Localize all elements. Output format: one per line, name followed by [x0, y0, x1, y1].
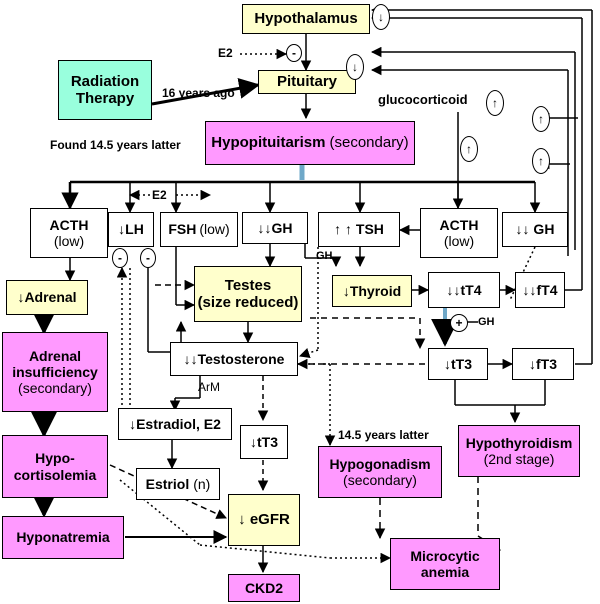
hypothyroidism-line2: (2nd stage): [483, 451, 555, 467]
testes-box: Testes (size reduced): [194, 266, 302, 322]
tsh-box: ↑ ↑ TSH: [318, 212, 400, 247]
e2-top-label: E2: [218, 46, 233, 60]
ft3-box: ↓fT3: [512, 348, 574, 380]
tt3-right-box: ↓tT3: [428, 348, 488, 380]
ft4-feedback-up-indicator: ↑: [532, 106, 550, 132]
ckd2-label: CKD2: [244, 579, 284, 596]
egfr-box: ↓ eGFR: [228, 494, 300, 546]
gh-mid-box: ↓↓GH: [242, 212, 308, 244]
hyponatremia-label: Hyponatremia: [16, 529, 110, 546]
gh-mid-label: ↓↓GH: [257, 219, 293, 236]
acth-right-line2: (low): [443, 233, 475, 249]
estriol-label: Estriol: [145, 475, 190, 492]
tt3-mid-box: ↓tT3: [240, 425, 288, 459]
adrenal-insuf-line2: insufficiency: [12, 363, 98, 380]
hyponatremia-box: Hyponatremia: [2, 516, 124, 559]
hypothalamus-down-indicator: ↓: [372, 4, 390, 30]
lh-minus-right-indicator: -: [140, 248, 156, 268]
testes-line1: Testes: [224, 276, 272, 294]
lh-label: ↓LH: [118, 221, 144, 238]
hypocort-line2: cortisolemia: [13, 466, 97, 483]
fsh-label: FSH: [168, 221, 197, 238]
gh-right-box: ↓↓ GH: [502, 212, 568, 247]
tt3-mid-label: ↓tT3: [250, 433, 278, 450]
gh-small-label-1: GH: [316, 250, 333, 262]
acth-right-line1: ACTH: [439, 216, 479, 233]
anemia-line1: Microcytic: [410, 547, 480, 564]
estradiol-label: ↓Estradiol, E2: [129, 415, 221, 432]
estradiol-box: ↓Estradiol, E2: [118, 408, 232, 440]
acth-left-line1: ACTH: [49, 216, 89, 233]
hypocortisolemia-box: Hypo- cortisolemia: [2, 435, 108, 498]
testes-line2: (size reduced): [197, 294, 299, 311]
e2-minus-indicator: -: [286, 44, 302, 62]
tt4-box: ↓↓tT4: [428, 272, 500, 308]
hypocort-line1: Hypo-: [35, 450, 75, 467]
radiation-label-line1: Radiation: [70, 72, 140, 90]
testosterone-box: ↓↓Testosterone: [170, 342, 298, 376]
tt4-label: ↓↓tT4: [446, 281, 482, 298]
glucocorticoid-up-indicator: ↑: [486, 90, 504, 116]
adrenal-box: ↓Adrenal: [6, 280, 88, 315]
acth-left-box: ACTH (low): [30, 208, 108, 258]
thyroid-label: ↓Thyroid: [342, 282, 402, 299]
adrenal-insuf-line3: (secondary): [18, 380, 92, 397]
gh-plus-indicator: +: [450, 314, 468, 332]
radiation-label-line2: Therapy: [75, 90, 135, 107]
ft3-feedback-up-indicator: ↑: [532, 148, 550, 174]
acth-right-box: ACTH (low): [420, 208, 498, 258]
ft4-label: ↓↓fT4: [522, 281, 558, 298]
hypothalamus-box: Hypothalamus: [242, 4, 370, 34]
pituitary-label: Pituitary: [276, 73, 337, 91]
hypopituitarism-label: Hypopituitarism: [211, 134, 326, 152]
ft3-label: ↓fT3: [529, 355, 557, 372]
gh-right-label: ↓↓ GH: [515, 221, 555, 238]
found-label: Found 14.5 years latter: [50, 138, 181, 152]
pituitary-box: Pituitary: [258, 70, 356, 94]
hypothyroidism-box: Hypothyroidism (2nd stage): [458, 425, 580, 477]
estriol-box: Estriol (n): [136, 468, 220, 500]
pituitary-down-indicator: ↓: [346, 54, 364, 80]
fsh-sub: (low): [199, 221, 230, 238]
acth-left-line2: (low): [53, 233, 85, 249]
adrenal-insufficiency-box: Adrenal insufficiency (secondary): [2, 332, 108, 412]
e2-mid-label: E2: [152, 188, 167, 202]
radiation-therapy-box: Radiation Therapy: [58, 60, 152, 120]
years-latter-label: 14.5 years latter: [338, 428, 429, 442]
hypopituitarism-box: Hypopituitarism (secondary): [205, 121, 415, 165]
sixteen-years-label: 16 years ago: [162, 86, 235, 100]
hypopituitarism-sub: (secondary): [329, 134, 409, 152]
hypogonadism-line1: Hypogonadism: [329, 455, 431, 472]
ckd2-box: CKD2: [228, 574, 300, 602]
ft4-box: ↓↓fT4: [515, 272, 565, 308]
lh-minus-left-indicator: -: [112, 248, 128, 268]
hypogonadism-box: Hypogonadism (secondary): [318, 446, 442, 498]
microcytic-anemia-box: Microcytic anemia: [390, 538, 500, 590]
acth-feedback-up-indicator: ↑: [460, 136, 478, 162]
estriol-sub: (n): [193, 475, 211, 492]
hypothyroidism-line1: Hypothyroidism: [465, 434, 573, 451]
tsh-label: ↑ ↑ TSH: [334, 221, 384, 238]
egfr-label: ↓ eGFR: [238, 511, 290, 529]
hypogonadism-line2: (secondary): [343, 472, 417, 488]
thyroid-box: ↓Thyroid: [332, 275, 412, 307]
gh-small-label-2: GH: [478, 316, 495, 328]
anemia-line2: anemia: [420, 564, 470, 580]
lh-box: ↓LH: [108, 212, 154, 247]
testosterone-label: ↓↓Testosterone: [183, 350, 285, 367]
arm-label: ArM: [198, 380, 220, 394]
adrenal-insuf-line1: Adrenal: [28, 347, 82, 364]
tt3-right-label: ↓tT3: [444, 355, 472, 372]
glucocorticoid-label: glucocorticoid: [378, 92, 468, 107]
adrenal-label: ↓Adrenal: [17, 289, 77, 306]
fsh-box: FSH (low): [160, 212, 238, 247]
hypothalamus-label: Hypothalamus: [254, 10, 358, 28]
